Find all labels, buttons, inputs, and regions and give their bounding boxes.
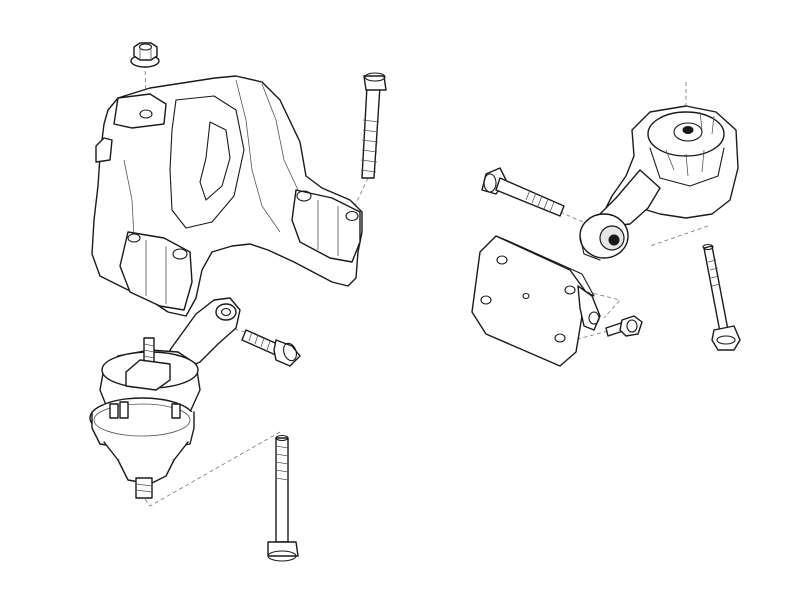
torque-rod-mount	[579, 105, 739, 261]
bolt-small	[605, 315, 643, 337]
bolt-long-vertical	[267, 434, 299, 562]
bolt-short-horizontal	[241, 329, 301, 367]
bolt-torque-rod	[481, 167, 565, 217]
bolt-bracket-long	[360, 72, 387, 179]
mounting-plate	[471, 235, 601, 367]
engine-mount-rubber	[89, 297, 241, 499]
flange-nut-top	[130, 42, 160, 68]
bolt-right-long	[702, 243, 741, 351]
engine-mount-bracket	[91, 75, 363, 317]
